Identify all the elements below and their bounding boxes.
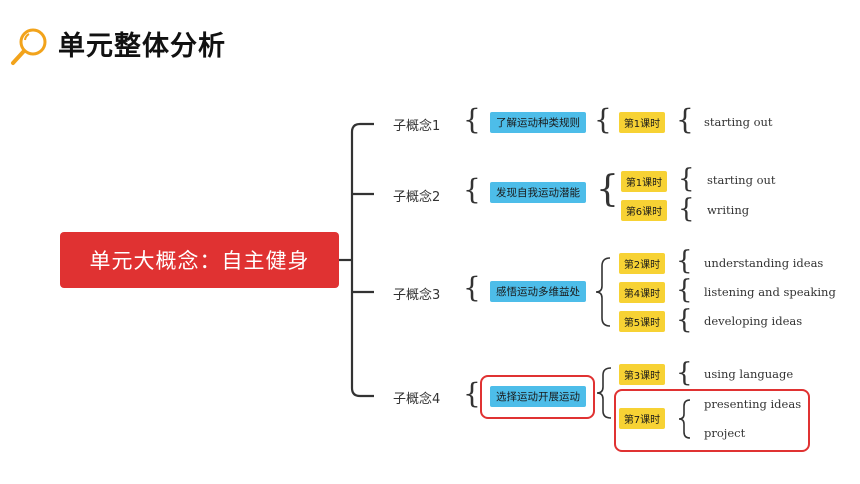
brace: { [678, 164, 695, 194]
lesson-badge: 第6课时 [621, 200, 667, 221]
highlight-frame-lesson [614, 389, 810, 452]
lesson-item: project [704, 426, 746, 440]
lesson-item: listening and speaking [704, 285, 836, 299]
lesson-item: using language [704, 367, 794, 381]
lesson-badge: 第3课时 [619, 364, 665, 385]
lesson-item: developing ideas [704, 314, 803, 328]
brace: { [463, 271, 481, 304]
brace: { [463, 173, 481, 206]
brace: { [463, 377, 481, 410]
lesson-item: presenting ideas [704, 397, 802, 411]
concept-1-topic: 了解运动种类规则 [490, 112, 586, 133]
lesson-item: starting out [707, 173, 776, 187]
page-title: 单元整体分析 [58, 31, 226, 62]
brace: { [463, 103, 481, 136]
magnifier-icon [11, 28, 47, 65]
brace: { [676, 246, 693, 276]
brace: { [676, 103, 694, 136]
brace: { [676, 305, 693, 335]
lesson-item: starting out [704, 115, 773, 129]
lesson-badge: 第4课时 [619, 282, 665, 303]
brace: { [676, 275, 693, 305]
concept-4-topic: 选择运动开展运动 [490, 386, 586, 407]
lesson-item: understanding ideas [704, 256, 824, 270]
brace [596, 367, 612, 419]
main-concept-box: 单元大概念：自主健身 [60, 232, 339, 288]
lesson-badge: 第1课时 [621, 171, 667, 192]
brace [595, 257, 611, 327]
lesson-badge: 第2课时 [619, 253, 665, 274]
concept-3-topic: 感悟运动多维益处 [490, 281, 586, 302]
concept-1-label: 子概念1 [393, 119, 441, 134]
concept-3-label: 子概念3 [393, 288, 441, 303]
concept-2-label: 子概念2 [393, 190, 441, 205]
concept-4-label: 子概念4 [393, 392, 441, 407]
highlight-frame-topic [480, 375, 595, 419]
lesson-badge: 第5课时 [619, 311, 665, 332]
brace: { [596, 169, 619, 210]
lesson-badge: 第1课时 [619, 112, 665, 133]
concept-2-topic: 发现自我运动潜能 [490, 182, 586, 203]
lesson-badge: 第7课时 [619, 408, 665, 429]
lesson-item: writing [707, 203, 750, 217]
brace: { [678, 194, 695, 224]
brace [678, 399, 691, 439]
brace: { [594, 103, 612, 136]
brace: { [676, 358, 693, 388]
